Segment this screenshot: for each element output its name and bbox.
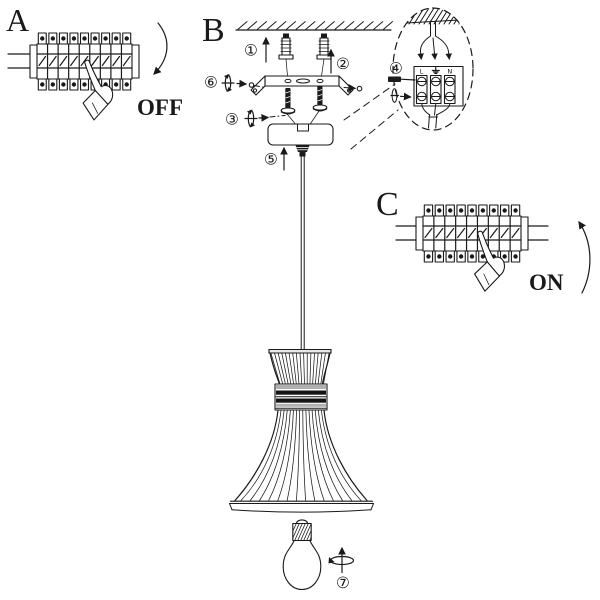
step-7-badge: ⑦ xyxy=(336,574,350,592)
zoom-detail-ellipse xyxy=(392,7,474,131)
section-a: A OFF xyxy=(6,2,183,123)
shade-bell-ribs xyxy=(240,410,362,501)
on-state-label: ON xyxy=(529,270,564,295)
section-b-label: B xyxy=(202,12,225,49)
wire-earth xyxy=(431,37,438,60)
screwdriver-icon xyxy=(388,76,416,82)
wire-live xyxy=(417,35,431,60)
shade-bottom-rim xyxy=(229,500,374,513)
alignment-dashes xyxy=(254,85,265,88)
step-6-badge: ⑥ xyxy=(204,74,218,92)
ceiling-hatch xyxy=(237,21,393,30)
terminal-neutral-label: N xyxy=(447,68,452,76)
step-2-badge: ② xyxy=(336,55,350,73)
earth-ground-icon xyxy=(431,66,440,75)
terminal-block: L N xyxy=(413,65,464,107)
alignment-dashes xyxy=(269,115,286,118)
bulb-base-threads xyxy=(292,523,312,541)
light-bulb xyxy=(282,519,322,591)
shade-top-ring xyxy=(268,348,332,354)
wall-anchor xyxy=(278,33,294,77)
cord-grip xyxy=(295,145,310,152)
step-1-badge: ① xyxy=(244,42,258,60)
section-c: C ON xyxy=(376,186,591,295)
lamp-shade xyxy=(229,348,374,513)
side-bolt xyxy=(356,85,363,92)
terminal-live-label: L xyxy=(420,68,424,76)
step-6-arrow-icon xyxy=(236,79,248,88)
circuit-breaker-panel-c xyxy=(415,204,529,263)
mounting-screw xyxy=(280,88,296,115)
bulb-glass xyxy=(282,539,322,591)
wire-neutral xyxy=(436,103,451,116)
section-c-label: C xyxy=(376,186,399,223)
mounting-bracket xyxy=(250,75,354,96)
rotate-direction-icon xyxy=(328,546,355,574)
side-bolt xyxy=(248,82,255,88)
section-wiring-detail: L N ④ xyxy=(343,7,474,150)
wall-anchor xyxy=(316,33,332,77)
step-4-arrow-icon xyxy=(399,92,412,101)
magnifier-leader xyxy=(343,83,396,121)
wing-screw-icon xyxy=(390,88,400,103)
switch-off-arrow-icon xyxy=(153,22,168,75)
wing-screw-icon xyxy=(244,109,258,128)
wing-screw-icon xyxy=(221,74,235,92)
pendant-lamp: ⑦ xyxy=(229,156,374,592)
section-b: B ① ② xyxy=(202,12,393,171)
step-5-badge: ⑤ xyxy=(264,151,278,169)
wire-live xyxy=(421,103,431,116)
mounting-screw xyxy=(312,86,328,112)
step-3-arrow-icon xyxy=(258,113,270,122)
circuit-breaker-panel-a xyxy=(29,32,140,91)
off-state-label: OFF xyxy=(137,95,183,120)
shade-binding-band xyxy=(274,383,328,411)
alignment-dashes xyxy=(343,87,351,89)
section-a-label: A xyxy=(6,2,29,38)
step-4-badge: ④ xyxy=(389,60,403,78)
wire-neutral xyxy=(435,35,452,60)
ceiling-canopy xyxy=(267,110,334,157)
step-3-badge: ③ xyxy=(225,111,239,129)
shade-top-ribs xyxy=(270,353,330,385)
magnifier-leader xyxy=(350,109,399,150)
switch-on-arrow-icon xyxy=(578,221,591,294)
wire-earth xyxy=(434,103,437,116)
